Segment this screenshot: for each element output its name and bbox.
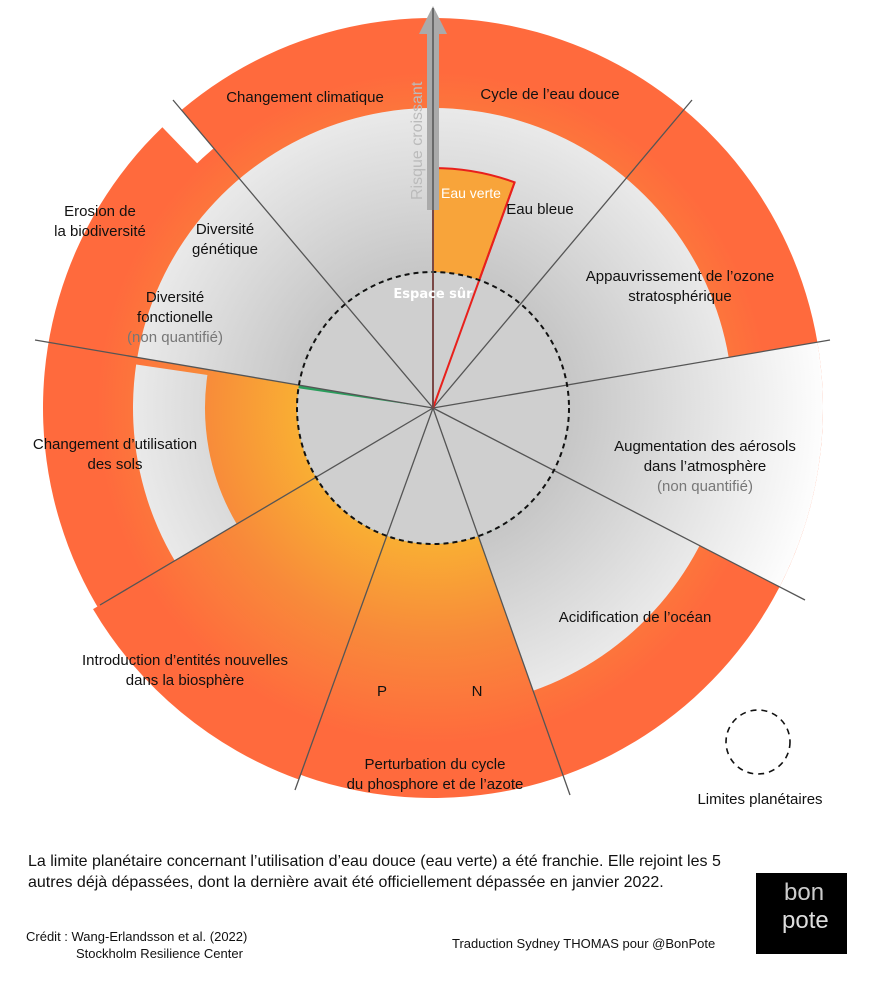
label-climate: Changement climatique bbox=[226, 89, 384, 106]
label-genetic-diversity: Diversité génétique bbox=[170, 220, 280, 260]
label-functional-l1: Diversité bbox=[145, 289, 205, 306]
label-biodiv-l1: Erosion de bbox=[64, 203, 136, 220]
sector-divider bbox=[99, 407, 434, 606]
safe-space-label: Espace sûr bbox=[393, 287, 473, 302]
label-blue-water: Eau bleue bbox=[506, 201, 574, 218]
label-freshwater: Cycle de l’eau douce bbox=[480, 86, 620, 103]
translation-credit: Traduction Sydney THOMAS pour @BonPote bbox=[452, 936, 716, 951]
label-biogeochem-l2: du phosphore et de l’azote bbox=[346, 776, 524, 793]
sector-divider bbox=[172, 99, 434, 409]
label-aerosols-l2: dans l’atmosphère bbox=[643, 458, 767, 475]
logo-line2: pote bbox=[782, 907, 829, 934]
sector-divider bbox=[294, 407, 434, 791]
credit: Crédit : Wang-Erlandsson et al. (2022) bbox=[26, 929, 248, 944]
legend-boundary-icon bbox=[725, 709, 791, 775]
label-biodiversity: Erosion de la biodiversité bbox=[40, 202, 160, 242]
legend-label: Limites planétaires bbox=[697, 791, 823, 808]
caption: La limite planétaire concernant l’utilis… bbox=[28, 853, 721, 891]
label-aerosols: Augmentation des aérosols dans l’atmosphè… bbox=[595, 437, 815, 497]
label-ozone-l2: stratosphérique bbox=[628, 288, 732, 305]
sector-divider bbox=[432, 99, 693, 409]
label-biodiv-l2: la biodiversité bbox=[54, 223, 146, 240]
label-ozone-l1: Appauvrissement de l’ozone bbox=[585, 268, 775, 285]
sector-divider bbox=[432, 407, 571, 796]
label-biogeochem: Perturbation du cycle du phosphore et de … bbox=[320, 755, 550, 795]
sector-divider bbox=[432, 407, 806, 601]
label-genetic-l2: génétique bbox=[192, 241, 258, 258]
green-water-boundary-line bbox=[432, 181, 516, 409]
label-functional-note: (non quantifié) bbox=[127, 329, 223, 346]
label-ozone: Appauvrissement de l’ozone stratosphériqu… bbox=[570, 267, 790, 307]
label-novel-entities: Introduction d’entités nouvelles dans la … bbox=[60, 651, 310, 691]
label-ocean: Acidification de l’océan bbox=[558, 609, 712, 626]
sector-divider bbox=[432, 339, 831, 409]
label-novel-l2: dans la biosphère bbox=[125, 672, 245, 689]
label-novel-l1: Introduction d’entités nouvelles bbox=[82, 652, 288, 669]
label-n: N bbox=[471, 683, 483, 700]
logo-line1: bon bbox=[784, 879, 825, 906]
label-genetic-l1: Diversité bbox=[195, 221, 255, 238]
sector-divider bbox=[34, 339, 434, 409]
green-water-label: Eau verte bbox=[441, 185, 501, 201]
risk-arrow bbox=[419, 6, 447, 408]
label-aerosols-note: (non quantifié) bbox=[657, 478, 753, 495]
bonpote-logo: bon pote bbox=[756, 873, 847, 954]
label-aerosols-l1: Augmentation des aérosols bbox=[614, 438, 796, 455]
credit-institution: Stockholm Resilience Center bbox=[76, 946, 243, 961]
label-biogeochem-l1: Perturbation du cycle bbox=[364, 756, 506, 773]
label-functional-l2: fonctionelle bbox=[137, 309, 213, 326]
risk-arrow-label: Risque croissant bbox=[409, 81, 426, 200]
label-land-use: Changement d’utilisation des sols bbox=[10, 435, 220, 475]
label-p: P bbox=[376, 683, 387, 700]
label-land-l2: des sols bbox=[87, 456, 143, 473]
label-land-l1: Changement d’utilisation bbox=[32, 436, 198, 453]
label-functional-diversity: Diversité fonctionelle (non quantifié) bbox=[110, 288, 240, 348]
